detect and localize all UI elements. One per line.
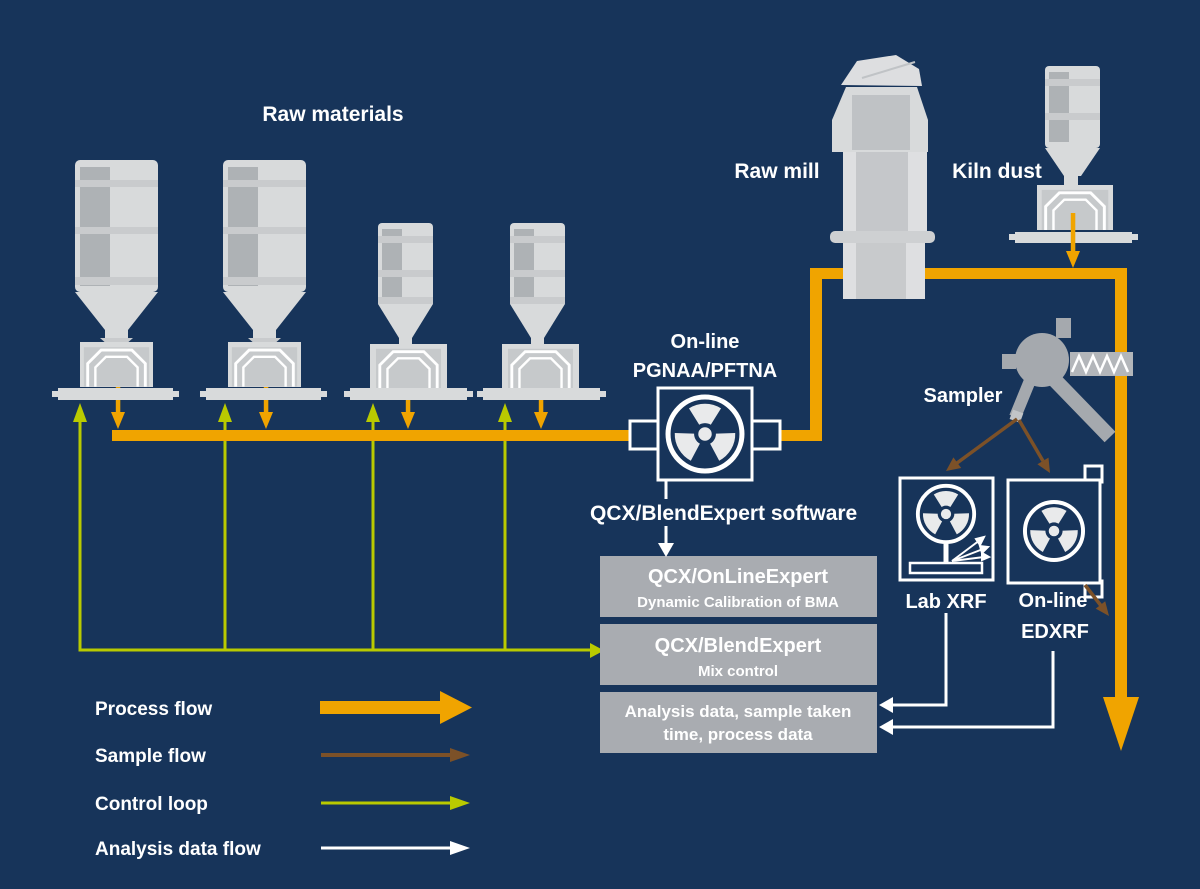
legend: Process flow Sample flow Control loop An…: [95, 691, 472, 860]
sample-flow-legend-arrow: [321, 748, 470, 762]
sampler-spring: [1070, 352, 1133, 376]
box-line2: time, process data: [663, 725, 813, 744]
raw-materials-label: Raw materials: [262, 103, 403, 126]
legend-process-flow-label: Process flow: [95, 699, 212, 720]
software-label: QCX/BlendExpert software: [590, 502, 857, 525]
edxrf-analyzer: [1006, 464, 1104, 599]
raw-material-silo-3: [344, 223, 473, 400]
process-flow-lines: [112, 268, 1127, 441]
kiln-dust-silo: [1009, 66, 1138, 243]
sample-flow-arrows: [946, 417, 1109, 616]
kiln-dust-arrow: [1066, 213, 1080, 268]
analyzer-label-line2: PGNAA/PFTNA: [633, 360, 777, 382]
control-loop-lines: [78, 418, 590, 652]
legend-control-loop-label: Control loop: [95, 794, 208, 815]
legend-sample-flow-label: Sample flow: [95, 746, 206, 767]
analysis-data-box: Analysis data, sample taken time, proces…: [600, 692, 877, 753]
lab-xrf-analyzer: [898, 476, 995, 582]
analyzer-label-line1: On-line: [671, 331, 740, 353]
analysis-data-lines: [658, 480, 1055, 735]
edxrf-label-line1: On-line: [1019, 590, 1088, 612]
qcx-onlineexpert-box: QCX/OnLineExpert Dynamic Calibration of …: [600, 556, 877, 617]
process-flow-legend-arrow: [320, 691, 472, 724]
raw-material-silo-2: [200, 160, 327, 400]
box-title: QCX/OnLineExpert: [648, 566, 828, 588]
raw-mill-label: Raw mill: [734, 160, 819, 183]
lab-xrf-label: Lab XRF: [905, 591, 986, 613]
box-title: QCX/BlendExpert: [655, 635, 822, 657]
box-subtitle: Dynamic Calibration of BMA: [637, 594, 839, 611]
raw-material-silo-4: [477, 223, 606, 400]
feeder-arrows: [111, 372, 548, 429]
control-loop-arrowheads: [73, 403, 604, 658]
raw-mill-structure: [830, 55, 935, 299]
sample-fan-icon: [951, 535, 992, 562]
raw-material-silo-1: [52, 160, 179, 400]
qcx-blendexpert-box: QCX/BlendExpert Mix control: [600, 624, 877, 685]
process-flow-down-line: [1103, 268, 1139, 751]
sampler-device: [1002, 318, 1116, 443]
edxrf-label-line2: EDXRF: [1021, 621, 1089, 643]
analysis-data-legend-arrow: [321, 841, 470, 855]
box-line1: Analysis data, sample taken: [625, 702, 852, 721]
legend-analysis-data-label: Analysis data flow: [95, 839, 261, 860]
sampler-label: Sampler: [924, 385, 1003, 407]
control-loop-legend-arrow: [321, 796, 470, 810]
pgnaa-analyzer: [628, 386, 782, 482]
box-subtitle: Mix control: [698, 663, 778, 680]
kiln-dust-label: Kiln dust: [952, 160, 1042, 183]
spring-zigzag-icon: [1070, 352, 1130, 376]
